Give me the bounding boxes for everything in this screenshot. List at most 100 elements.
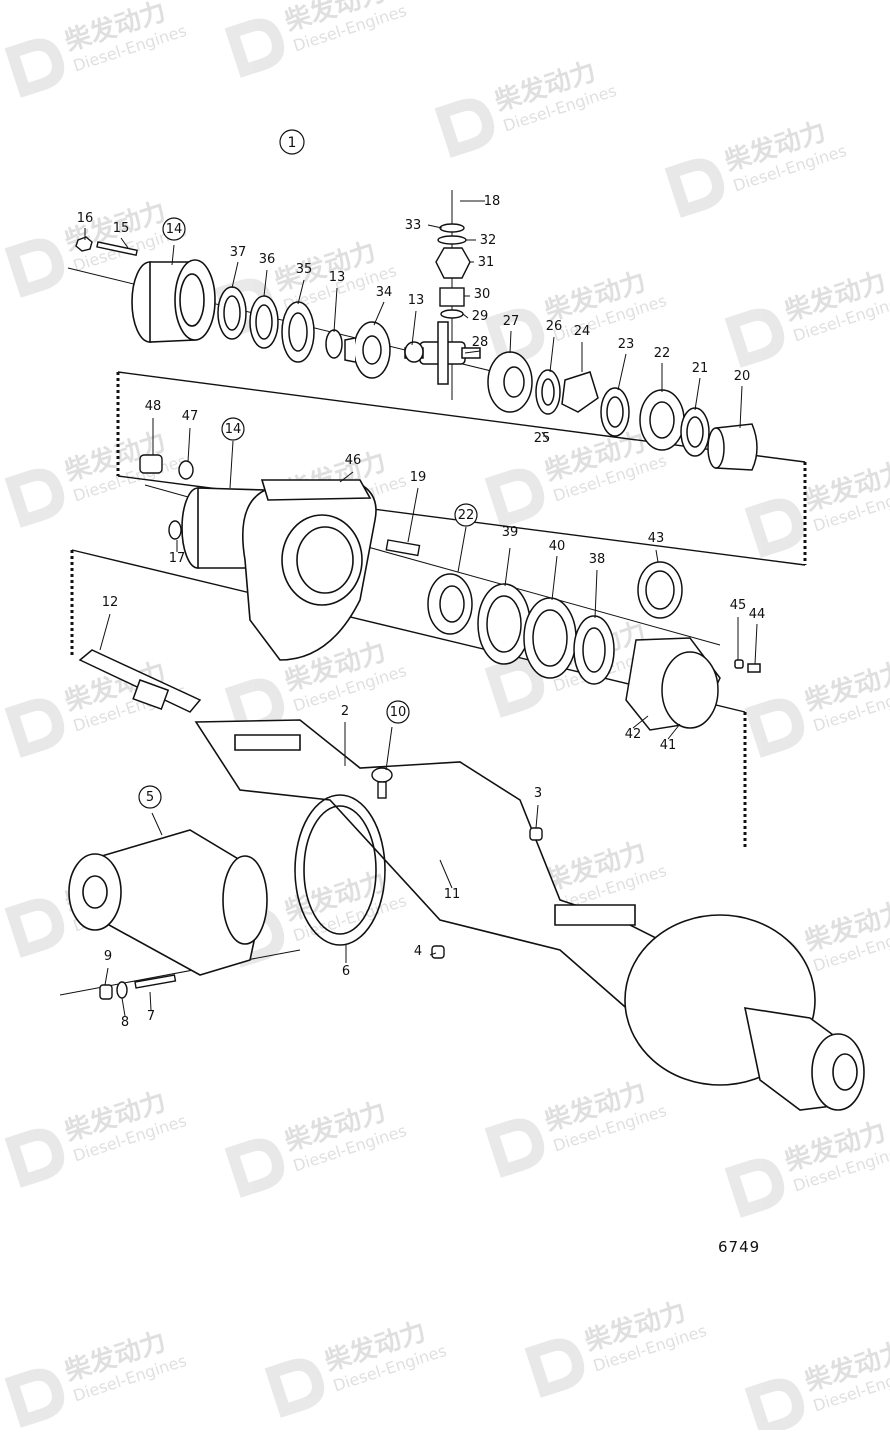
leader-line bbox=[427, 224, 443, 229]
callout-label-26: 26 bbox=[546, 319, 563, 334]
callout-circle bbox=[221, 417, 245, 441]
leader-line bbox=[333, 287, 338, 333]
callout-label-44: 44 bbox=[749, 607, 766, 622]
callout-label-48: 48 bbox=[145, 399, 162, 414]
leader-line bbox=[104, 967, 109, 986]
callout-label-42: 42 bbox=[625, 727, 642, 742]
callout-label-14: 14 bbox=[225, 422, 242, 437]
leader-line bbox=[297, 279, 305, 305]
leader-line bbox=[535, 804, 539, 829]
callout-label-40: 40 bbox=[549, 539, 566, 554]
leader-line bbox=[151, 812, 163, 836]
callout-label-41: 41 bbox=[660, 738, 677, 753]
callout-label-2: 2 bbox=[341, 704, 349, 719]
leader-line bbox=[171, 244, 175, 266]
pinion-stack bbox=[435, 223, 471, 319]
bearings-middle-right bbox=[427, 561, 761, 731]
final-drive-5 bbox=[68, 829, 268, 976]
callout-label-8: 8 bbox=[121, 1015, 129, 1030]
callout-label-10: 10 bbox=[390, 705, 407, 720]
leader-line bbox=[667, 723, 681, 740]
callout-label-47: 47 bbox=[182, 409, 199, 424]
callout-circle bbox=[162, 217, 186, 241]
callout-label-32: 32 bbox=[480, 233, 497, 248]
leader-line bbox=[551, 555, 558, 601]
leader-line bbox=[594, 569, 598, 619]
callout-label-29: 29 bbox=[472, 309, 489, 324]
callout-label-11: 11 bbox=[444, 887, 461, 902]
leader-line bbox=[231, 261, 239, 289]
callout-circle bbox=[454, 503, 478, 527]
callout-label-5: 5 bbox=[146, 790, 154, 805]
leader-line bbox=[407, 487, 419, 543]
callout-label-27: 27 bbox=[503, 314, 520, 329]
axle-shaft-12 bbox=[78, 649, 202, 713]
stud-7-8-9 bbox=[99, 827, 543, 1000]
leader-line bbox=[411, 310, 417, 346]
leader-line bbox=[229, 440, 234, 489]
leader-line bbox=[617, 353, 627, 391]
callout-label-3: 3 bbox=[534, 786, 542, 801]
callout-label-17: 17 bbox=[169, 551, 186, 566]
callout-label-20: 20 bbox=[734, 369, 751, 384]
callout-label-39: 39 bbox=[502, 525, 519, 540]
leader-line bbox=[439, 859, 453, 889]
callout-label-31: 31 bbox=[478, 255, 495, 270]
callout-circle bbox=[138, 785, 162, 809]
callout-label-22: 22 bbox=[458, 508, 475, 523]
side-gear-27 bbox=[487, 351, 533, 413]
callout-label-46: 46 bbox=[345, 453, 362, 468]
side-gear-34 bbox=[344, 321, 391, 379]
carrier-housing-46 bbox=[181, 479, 377, 661]
group-marker: 1 bbox=[279, 129, 305, 155]
callout-label-19: 19 bbox=[410, 470, 427, 485]
leader-line bbox=[504, 547, 511, 587]
callout-label-34: 34 bbox=[376, 285, 393, 300]
leader-line bbox=[464, 350, 481, 354]
callout-leader-lines bbox=[84, 200, 758, 1017]
callout-label-18: 18 bbox=[484, 194, 501, 209]
callout-label-12: 12 bbox=[102, 595, 119, 610]
axle-housing-2 bbox=[194, 719, 865, 1111]
callout-label-14: 14 bbox=[166, 222, 183, 237]
small-parts-middle-left bbox=[139, 454, 421, 557]
callout-label-7: 7 bbox=[147, 1009, 155, 1024]
leader-line bbox=[694, 377, 701, 411]
leader-line bbox=[632, 715, 649, 729]
leader-line bbox=[121, 997, 126, 1017]
callout-label-24: 24 bbox=[574, 324, 591, 339]
group-marker-label: 1 bbox=[288, 135, 297, 151]
callout-circle bbox=[386, 700, 410, 724]
gasket-6 bbox=[294, 794, 386, 946]
callout-label-23: 23 bbox=[618, 337, 635, 352]
callout-label-35: 35 bbox=[296, 262, 313, 277]
callout-label-9: 9 bbox=[104, 949, 112, 964]
spider-28 bbox=[404, 321, 481, 385]
callout-label-15: 15 bbox=[113, 221, 130, 236]
leader-line bbox=[509, 330, 512, 354]
callout-label-30: 30 bbox=[474, 287, 491, 302]
callout-label-21: 21 bbox=[692, 361, 709, 376]
leader-line bbox=[462, 313, 469, 319]
leader-line bbox=[739, 385, 743, 429]
bearings-right-upper bbox=[535, 369, 758, 471]
callout-label-16: 16 bbox=[77, 211, 94, 226]
callout-label-36: 36 bbox=[259, 252, 276, 267]
